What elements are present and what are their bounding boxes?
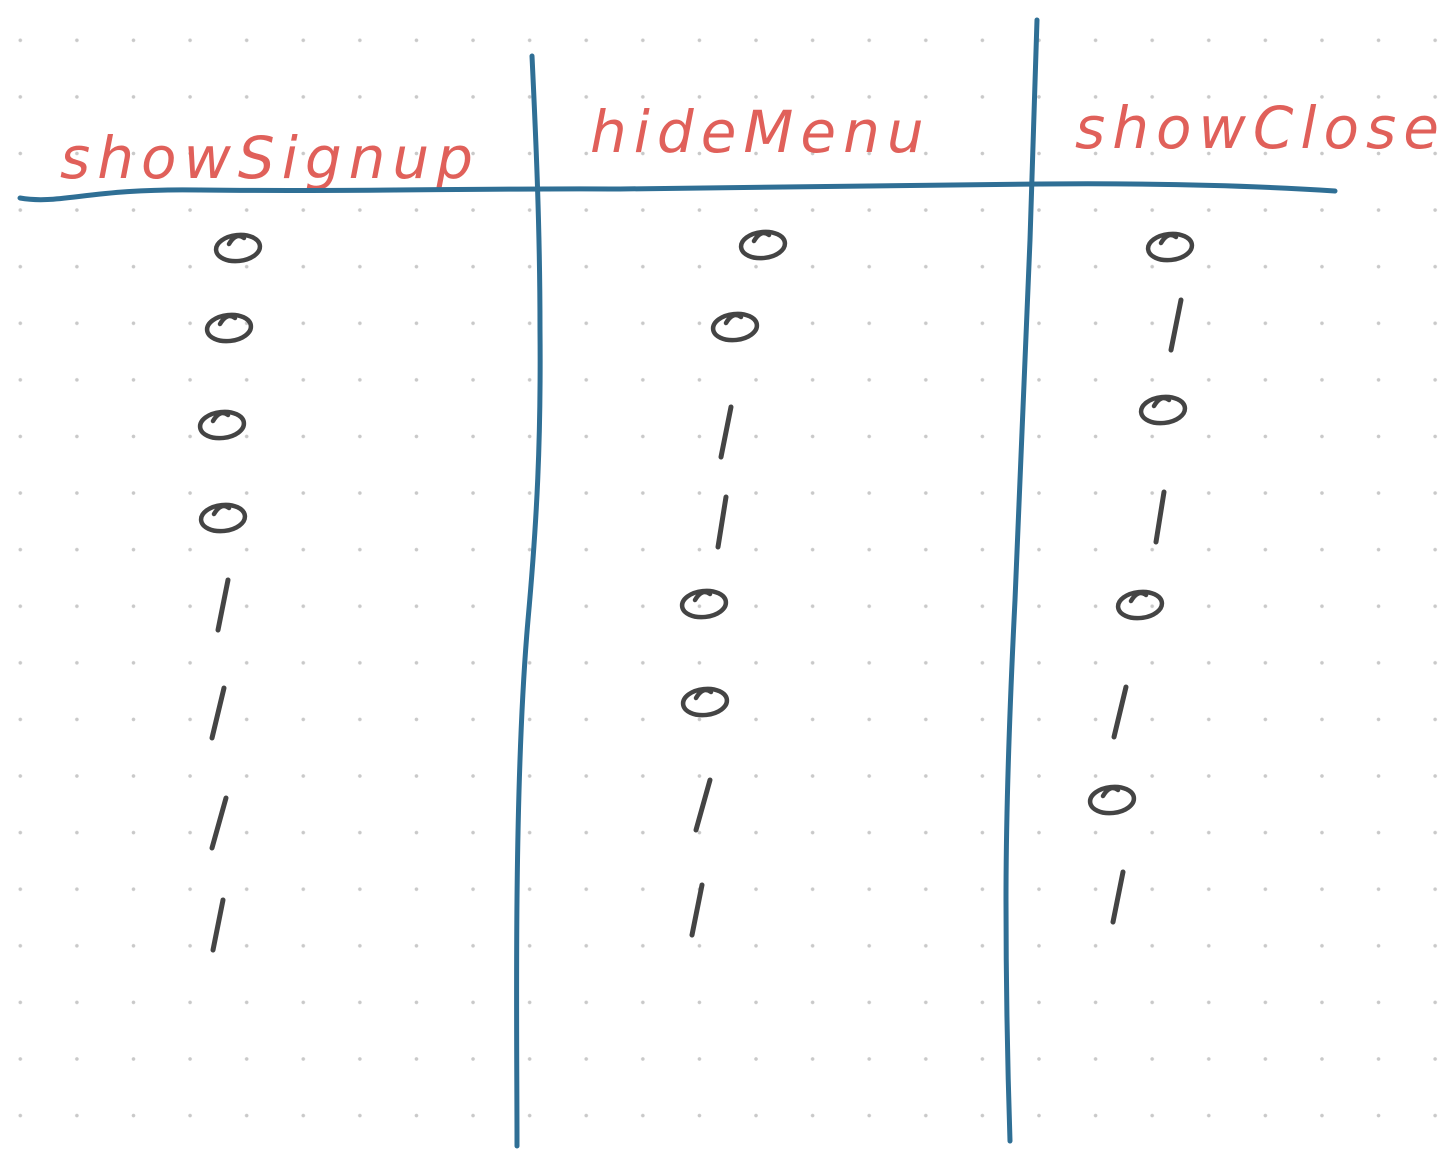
mark-zero [1138,394,1188,426]
column-header-hidemenu: hideMenu [590,98,931,166]
mark-one [693,777,713,833]
mark-zero [1145,231,1195,263]
mark-zero [1115,589,1165,621]
column-divider-2 [1003,17,1040,1144]
truth-table-marks [197,229,1195,953]
mark-zero [710,311,760,343]
column-header-showsignup: showSignup [60,124,480,192]
mark-one [715,494,729,550]
mark-zero [198,502,248,534]
mark-one [215,577,231,633]
header-underline [17,181,1338,203]
mark-one [1111,684,1129,740]
mark-zero [204,312,254,344]
mark-one [1168,297,1184,353]
column-divider-1 [514,53,543,1149]
mark-zero [1087,784,1137,816]
mark-zero [738,229,788,261]
mark-one [209,795,229,851]
mark-zero [679,588,729,620]
mark-one [689,882,705,938]
mark-one [1153,489,1167,545]
mark-one [1110,869,1126,925]
mark-one [718,404,734,460]
mark-zero [197,409,247,441]
mark-zero [680,686,730,718]
column-header-showclose: showClose [1075,94,1438,162]
mark-one [209,685,227,741]
mark-zero [213,232,263,264]
mark-one [210,897,226,953]
